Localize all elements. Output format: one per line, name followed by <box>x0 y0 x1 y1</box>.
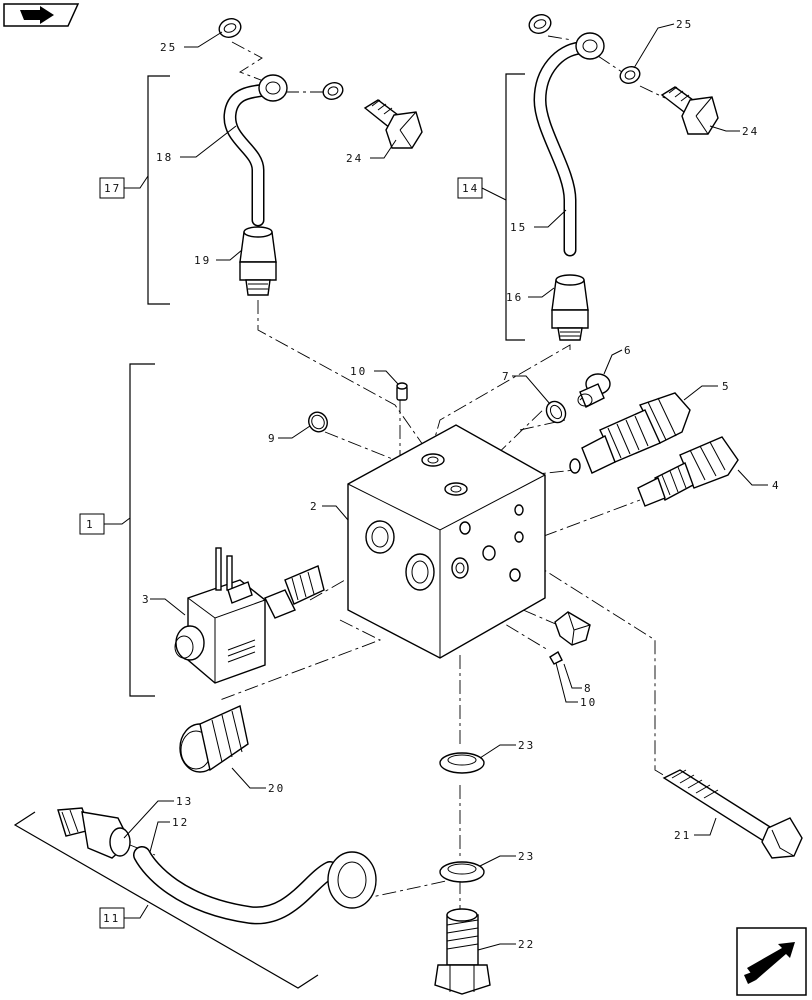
callout-2: 2 <box>310 500 319 513</box>
callout-24-right: 24 <box>742 125 759 138</box>
pipe-assembly-14 <box>528 14 719 341</box>
group-label-14: 14 <box>462 182 479 195</box>
callout-10-top: 10 <box>350 365 367 378</box>
group-label-17: 17 <box>104 182 121 195</box>
washer-23-lower <box>439 861 485 883</box>
callout-19: 19 <box>194 254 211 267</box>
banjo-bolt-22 <box>434 908 491 995</box>
fitting-20 <box>179 705 249 773</box>
callout-3: 3 <box>142 593 151 606</box>
solenoid-valve <box>174 547 325 684</box>
group-bracket-17: 17 <box>99 75 170 305</box>
pipe-assembly-17 <box>218 18 423 296</box>
callout-22: 22 <box>518 938 535 951</box>
callout-4: 4 <box>772 479 781 492</box>
callout-25-left: 25 <box>160 41 177 54</box>
callout-8: 8 <box>584 682 593 695</box>
callout-9: 9 <box>268 432 277 445</box>
callout-23-upper: 23 <box>518 739 535 752</box>
prev-page-icon[interactable] <box>3 3 80 27</box>
callout-20: 20 <box>268 782 285 795</box>
callout-25-right: 25 <box>676 18 693 31</box>
group-bracket-11: 11 <box>13 811 319 989</box>
group-label-1: 1 <box>86 518 95 531</box>
plug-8 <box>554 611 591 646</box>
fitting-4 <box>637 436 739 507</box>
callout-leaders <box>123 23 768 951</box>
callout-10-bottom: 10 <box>580 696 597 709</box>
seal-7 <box>545 400 567 424</box>
group-bracket-1: 1 <box>79 363 155 697</box>
plug-6 <box>577 373 611 408</box>
plug-10-bottom <box>549 650 563 665</box>
next-page-icon[interactable] <box>736 927 807 996</box>
callout-24-left: 24 <box>346 152 363 165</box>
group-bracket-14: 14 <box>457 73 525 341</box>
bolt-21 <box>662 769 803 859</box>
callout-23-lower: 23 <box>518 850 535 863</box>
washer-23-upper <box>439 752 485 774</box>
o-ring-9 <box>308 411 328 433</box>
callout-numbers: 25 18 19 24 25 24 15 16 10 6 7 5 4 9 2 3… <box>142 18 781 951</box>
valve-block <box>347 424 546 659</box>
callout-15: 15 <box>510 221 527 234</box>
callout-7: 7 <box>502 370 511 383</box>
plug-10-top <box>396 382 408 401</box>
fitting-5 <box>569 392 691 474</box>
callout-21: 21 <box>674 829 691 842</box>
callout-16: 16 <box>506 291 523 304</box>
callout-12: 12 <box>172 816 189 829</box>
callout-5: 5 <box>722 380 731 393</box>
callout-18: 18 <box>156 151 173 164</box>
pipe-assembly-11 <box>57 807 377 925</box>
group-label-11: 11 <box>103 912 120 925</box>
callout-6: 6 <box>624 344 633 357</box>
callout-13: 13 <box>176 795 193 808</box>
